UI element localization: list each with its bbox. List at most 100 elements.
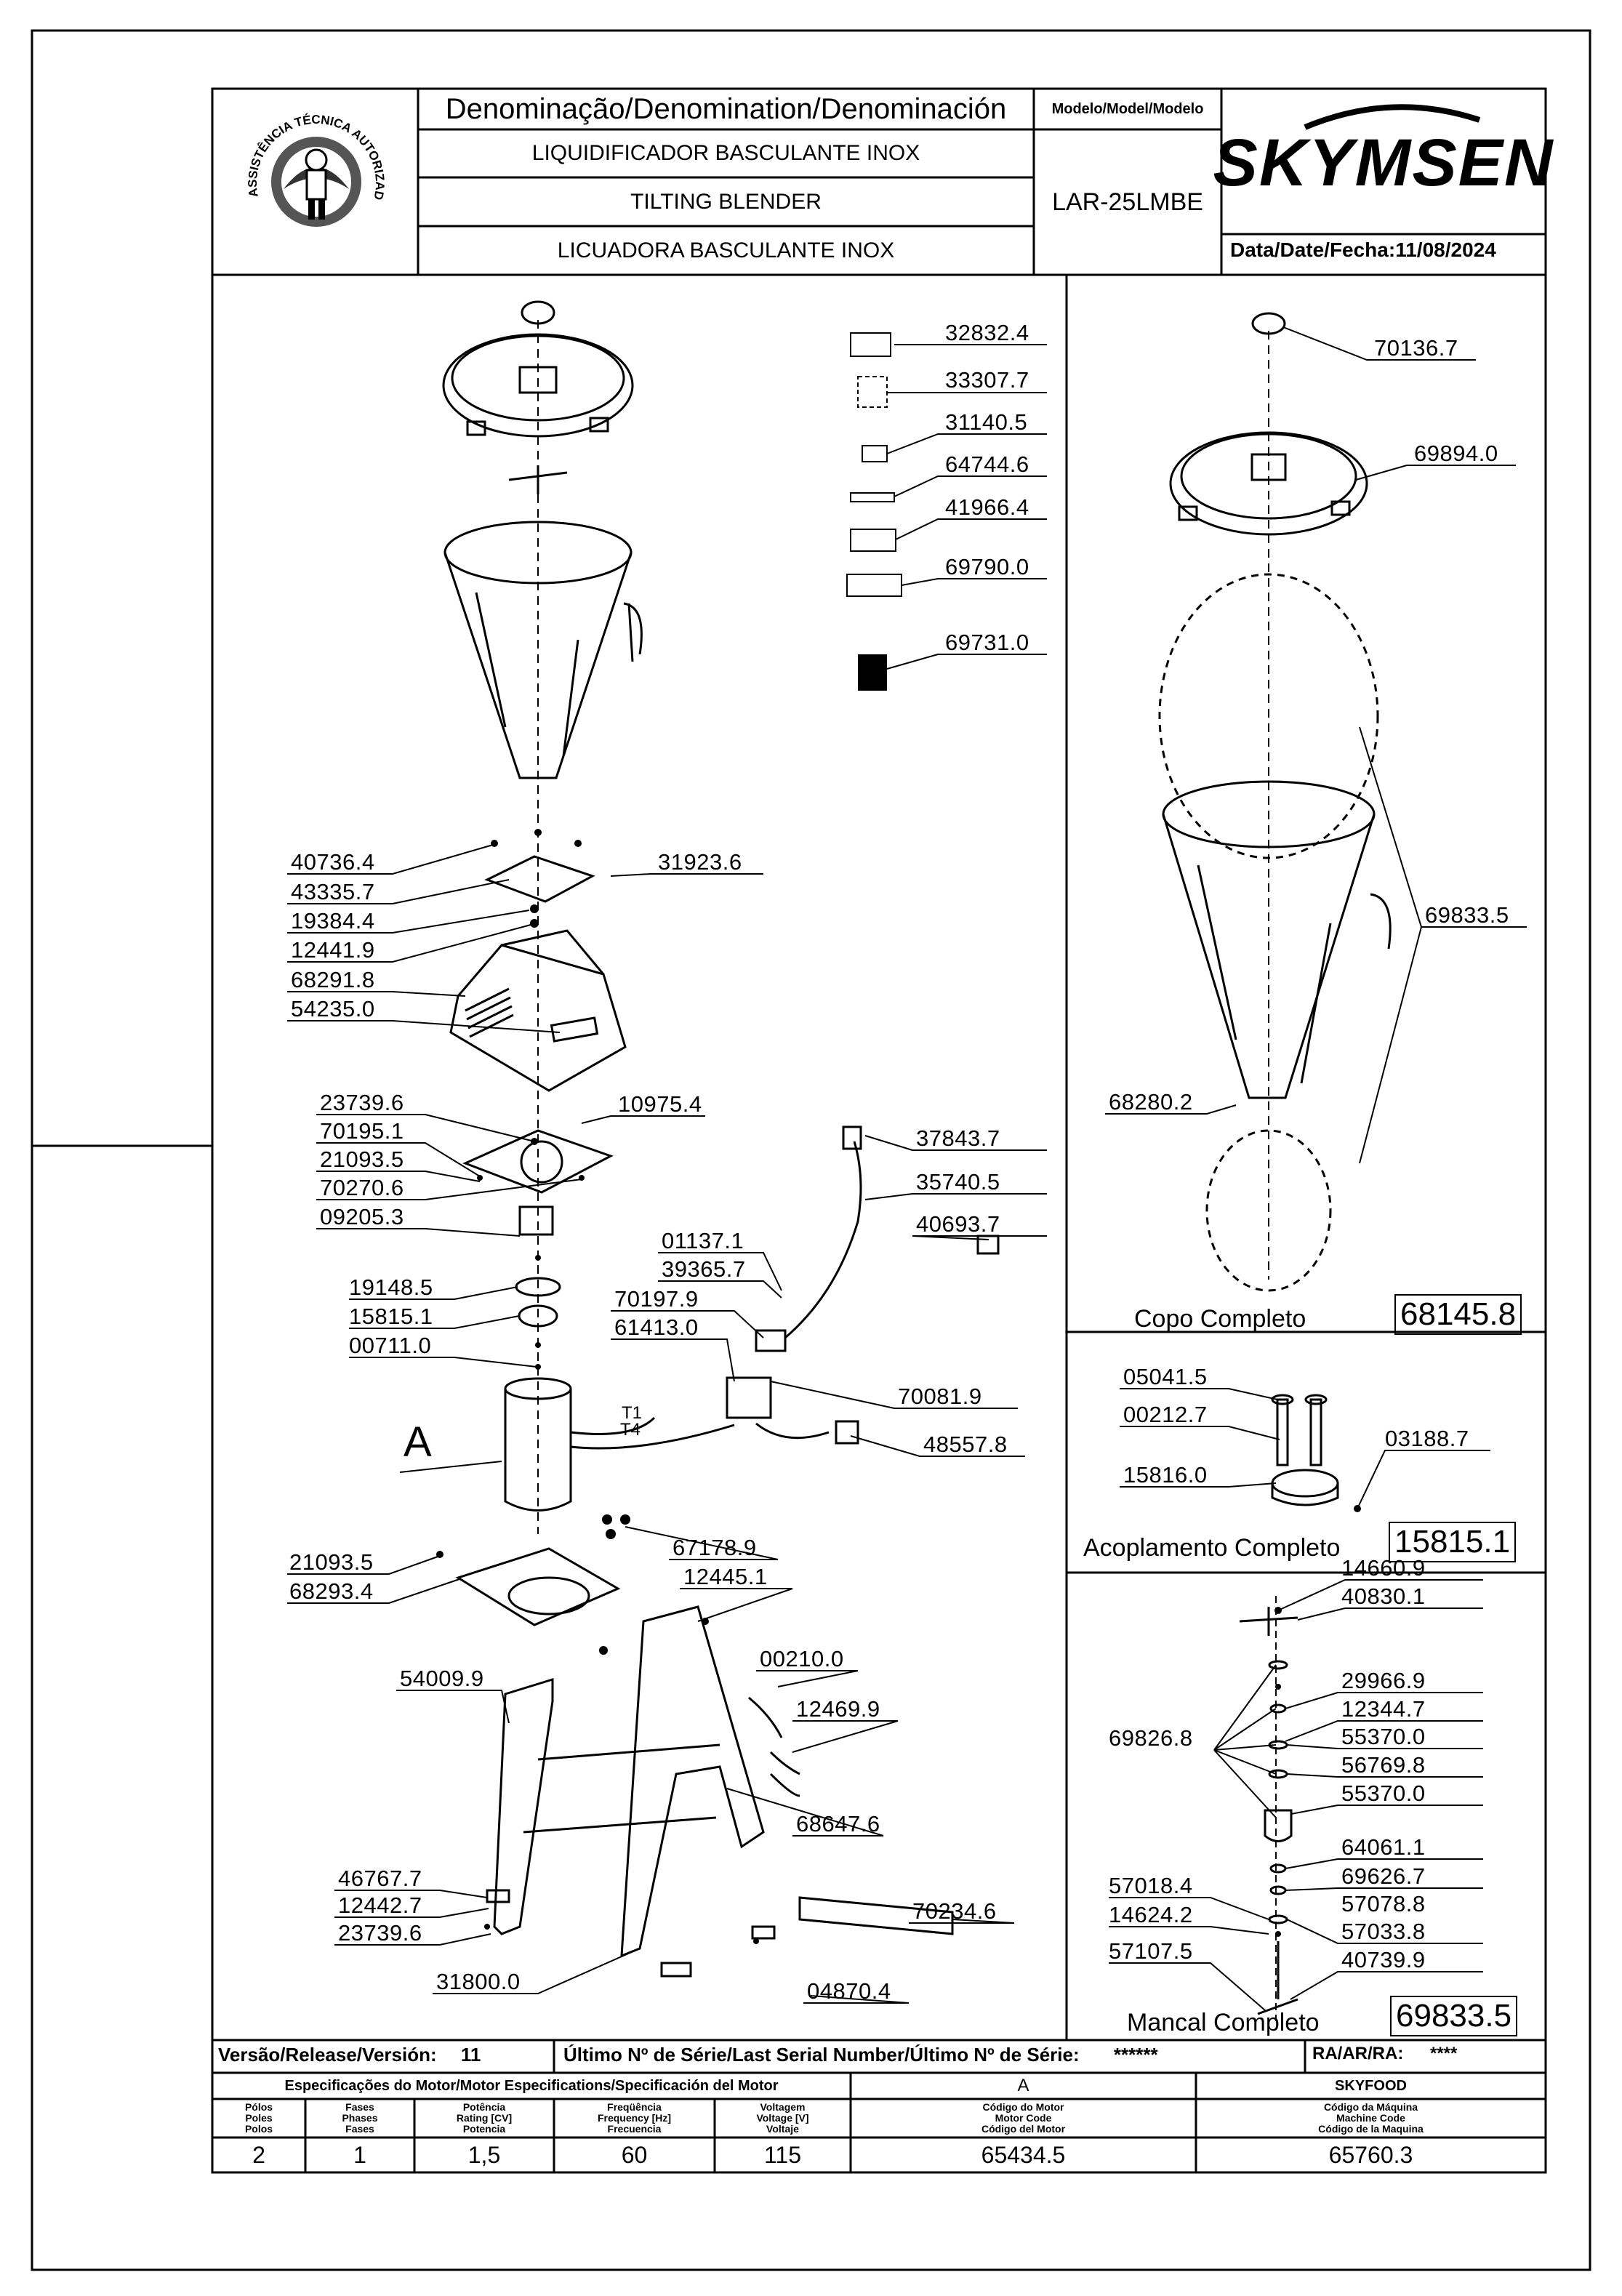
serial-value: ****** <box>1113 2044 1158 2066</box>
document-title: Denominação/Denomination/Denominación <box>445 92 1007 125</box>
part-label: 12441.9 <box>291 937 375 963</box>
col-phases: Fases Phases Fases <box>342 2101 378 2135</box>
part-label: 61413.0 <box>614 1314 699 1340</box>
part-label: 68291.8 <box>291 967 375 992</box>
part-label: 54235.0 <box>291 996 375 1021</box>
mancal-part-label: 29966.9 <box>1341 1668 1426 1693</box>
serial-field: Último Nº de Série/Last Serial Number/Úl… <box>563 2044 1158 2066</box>
mancal-title: Mancal Completo <box>1127 2009 1320 2036</box>
part-label: 70197.9 <box>614 1286 699 1312</box>
poles-value: 2 <box>252 2141 265 2168</box>
mancal-part-label: 64061.1 <box>1341 1834 1426 1860</box>
copo-part-label: 68280.2 <box>1109 1089 1193 1115</box>
part-label: 39365.7 <box>662 1256 746 1282</box>
mancal-part-label: 40830.1 <box>1341 1583 1426 1609</box>
motor-code-value: 65434.5 <box>981 2141 1066 2168</box>
acoplamento-part-label: 15816.0 <box>1123 1462 1208 1488</box>
part-label: 68647.6 <box>796 1811 880 1837</box>
copo-title: Copo Completo <box>1134 1305 1306 1333</box>
part-label: 43335.7 <box>291 879 375 904</box>
part-label: 46767.7 <box>338 1866 422 1891</box>
model-number: LAR-25LMBE <box>1052 188 1203 216</box>
date-label: Data/Date/Fecha: <box>1230 238 1396 261</box>
acoplamento-part-label: 00212.7 <box>1123 1402 1208 1427</box>
acoplamento-code: 15815.1 <box>1389 1522 1517 1562</box>
part-label: 41966.4 <box>945 494 1029 520</box>
col-motor-code: Código do Motor Motor Code Código del Mo… <box>981 2101 1066 2135</box>
part-label: 04870.4 <box>807 1978 891 2004</box>
ra-value: **** <box>1430 2044 1458 2063</box>
motor-spec-label: Especificações do Motor/Motor Especifica… <box>284 2077 779 2094</box>
part-label: 33307.7 <box>945 367 1029 393</box>
copo-code: 68145.8 <box>1394 1294 1522 1335</box>
motor-reference-label: A <box>404 1418 432 1466</box>
ra-field: RA/AR/RA: **** <box>1312 2044 1457 2064</box>
mancal-part-label: 55370.0 <box>1341 1781 1426 1806</box>
copo-part-label: 70136.7 <box>1374 335 1458 361</box>
rating-value: 1,5 <box>467 2141 501 2168</box>
mancal-part-label: 40739.9 <box>1341 1947 1426 1972</box>
mancal-part-label: 69626.7 <box>1341 1863 1426 1889</box>
col-machine-code: Código da Máquina Machine Code Código de… <box>1318 2101 1424 2135</box>
col-voltage: Voltagem Voltage [V] Voltaje <box>756 2101 809 2135</box>
part-label: 01137.1 <box>662 1228 744 1253</box>
part-label: 40693.7 <box>916 1211 1000 1237</box>
part-label: 48557.8 <box>923 1432 1008 1457</box>
brand-swoosh-icon <box>1298 98 1487 145</box>
part-label: 19384.4 <box>291 908 375 934</box>
brand-logo: SKYMSEN <box>1213 125 1554 200</box>
part-label: 12442.7 <box>338 1892 422 1918</box>
copo-part-label: 69833.5 <box>1425 902 1509 928</box>
name-es: LICUADORA BASCULANTE INOX <box>557 238 895 262</box>
part-label: 64744.6 <box>945 451 1029 477</box>
part-label: 69790.0 <box>945 554 1029 579</box>
model-label: Modelo/Model/Modelo <box>1051 100 1204 117</box>
version-field: Versão/Release/Versión: 11 <box>218 2044 481 2066</box>
frequency-value: 60 <box>621 2141 648 2168</box>
part-label: 70270.6 <box>320 1175 404 1200</box>
part-label: 37843.7 <box>916 1125 1000 1151</box>
col-poles: Pólos Poles Polos <box>244 2101 273 2135</box>
part-label: 70081.9 <box>898 1384 982 1409</box>
part-label: 21093.5 <box>289 1549 374 1575</box>
copo-part-label: 69894.0 <box>1414 441 1498 466</box>
part-label: 70195.1 <box>320 1118 404 1144</box>
part-label: 10975.4 <box>618 1091 702 1117</box>
mancal-part-label: 57018.4 <box>1109 1873 1193 1898</box>
part-label: 31800.0 <box>436 1969 521 1994</box>
mancal-code: 69833.5 <box>1390 1996 1518 2036</box>
part-label: 54009.9 <box>400 1666 484 1691</box>
part-label: 12469.9 <box>796 1696 880 1722</box>
secondary-brand: SKYFOOD <box>1335 2077 1407 2094</box>
date-value: 11/08/2024 <box>1395 238 1496 261</box>
mancal-part-label: 14660.9 <box>1341 1555 1426 1581</box>
part-label: 00711.0 <box>349 1333 432 1358</box>
part-label: 15815.1 <box>349 1304 433 1329</box>
part-label: 35740.5 <box>916 1169 1000 1195</box>
mancal-part-label: 55370.0 <box>1341 1724 1426 1749</box>
acoplamento-title: Acoplamento Completo <box>1083 1534 1341 1562</box>
mancal-part-label: 69826.8 <box>1109 1725 1193 1751</box>
part-label: 21093.5 <box>320 1147 404 1172</box>
col-rating: Potência Rating [CV] Potencia <box>456 2101 513 2135</box>
part-label: 00210.0 <box>760 1646 844 1671</box>
motor-ref: A <box>1017 2076 1029 2095</box>
name-pt: LIQUIDIFICADOR BASCULANTE INOX <box>531 141 920 165</box>
seal-emblem-icon: ASSISTÊNCIA TÉCNICA AUTORIZADA <box>236 91 387 227</box>
mancal-part-label: 14624.2 <box>1109 1902 1193 1927</box>
part-label: 19148.5 <box>349 1275 433 1300</box>
part-label: 23739.6 <box>320 1090 404 1115</box>
service-seal: ASSISTÊNCIA TÉCNICA AUTORIZADA <box>236 91 393 262</box>
version-value: 11 <box>460 2044 481 2066</box>
col-frequency: Freqüência Frequency [Hz] Frecuencia <box>597 2101 672 2135</box>
mancal-part-label: 56769.8 <box>1341 1752 1426 1778</box>
part-label: 69731.0 <box>945 630 1029 655</box>
acoplamento-part-label: 05041.5 <box>1123 1364 1208 1389</box>
part-label: 67178.9 <box>673 1535 757 1560</box>
mancal-part-label: 12344.7 <box>1341 1696 1426 1722</box>
name-en: TILTING BLENDER <box>630 189 822 214</box>
part-label: 12445.1 <box>683 1564 768 1589</box>
part-label: 23739.6 <box>338 1920 422 1946</box>
